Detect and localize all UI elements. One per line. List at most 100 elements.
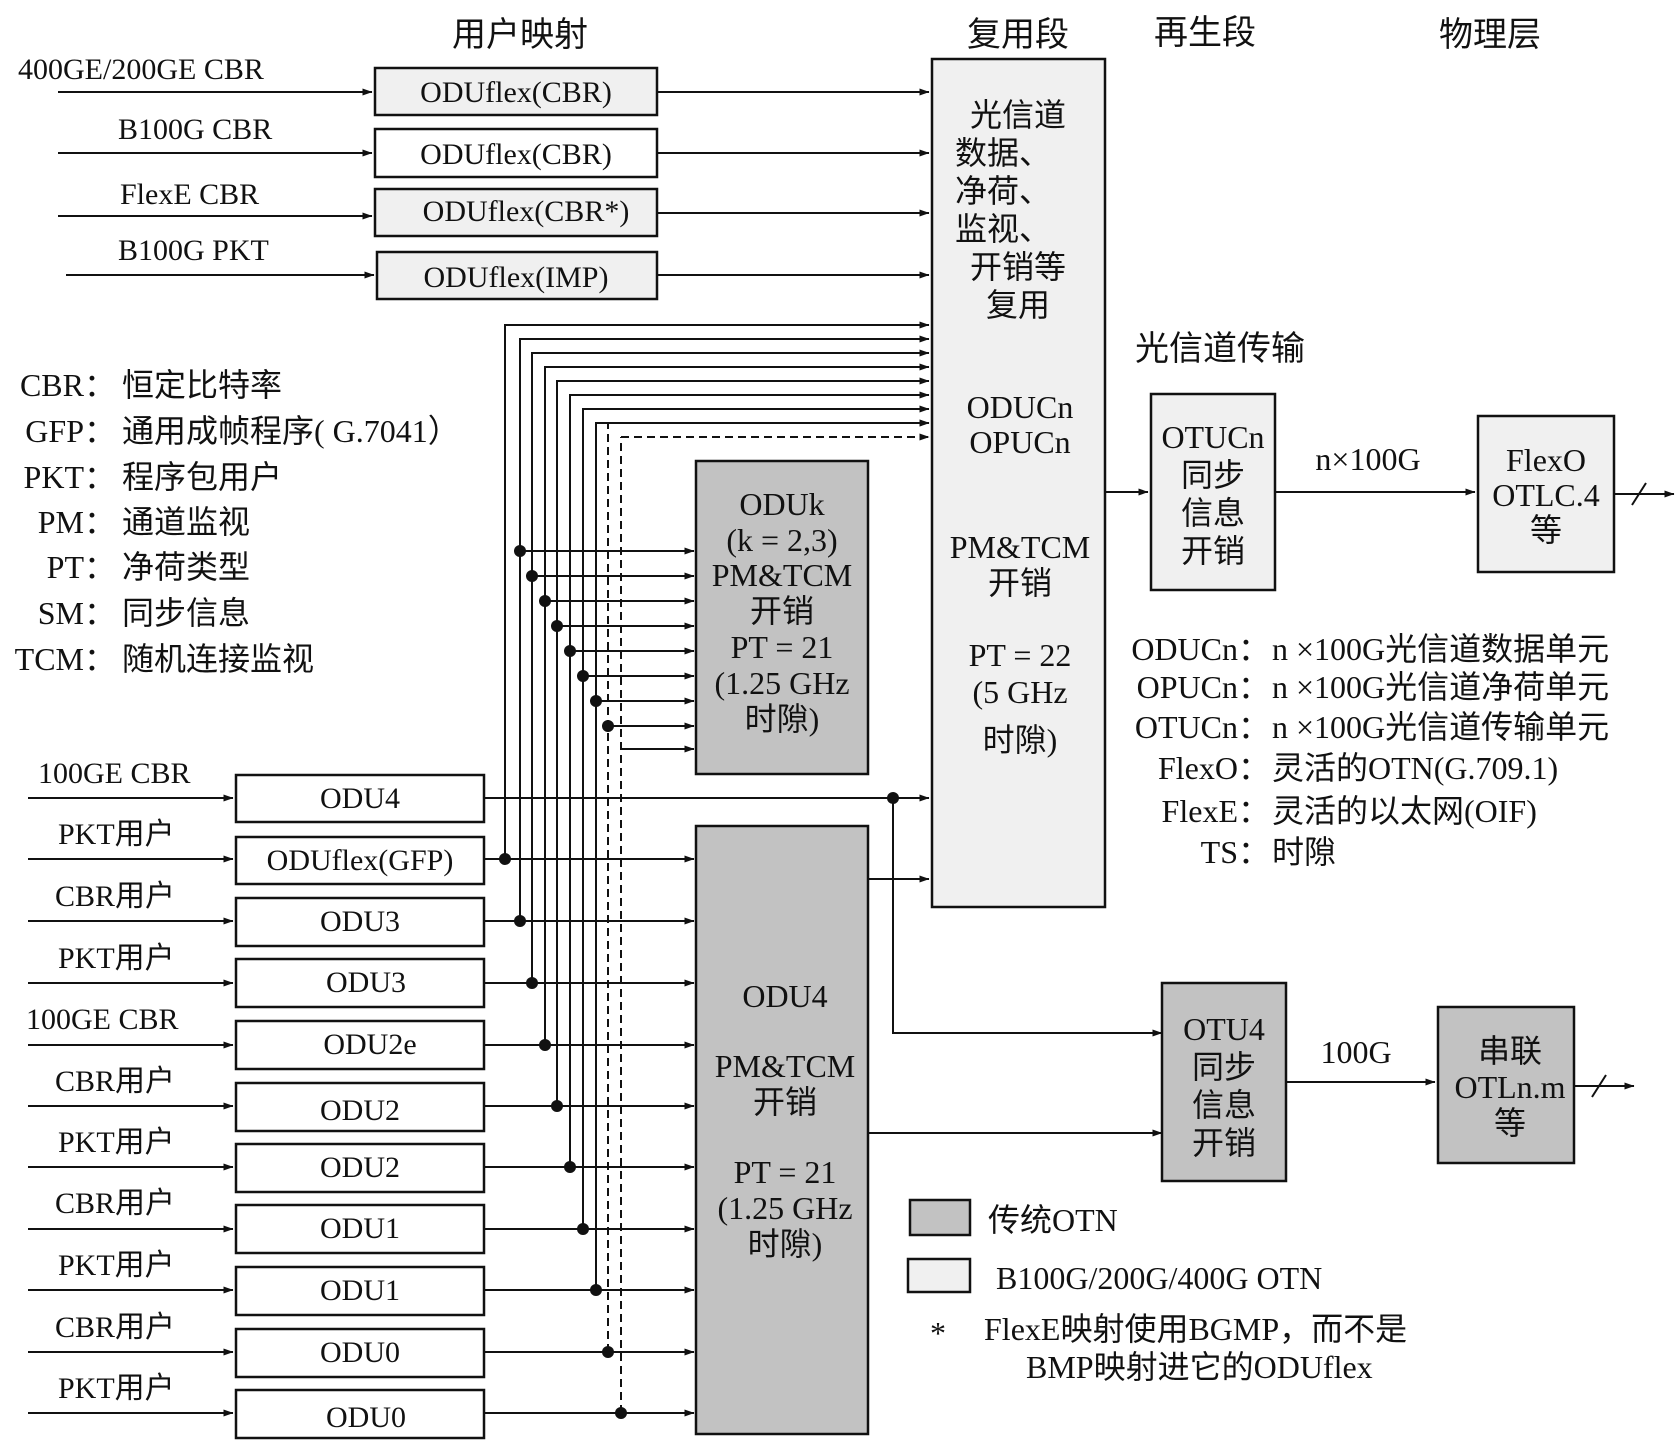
container-label: ODUflex(CBR) (420, 138, 612, 171)
top-client-row: B100G PKT ODUflex(IMP) (66, 234, 930, 301)
legend-swatch-beyond (906, 1257, 972, 1294)
client-input-label: 400GE/200GE CBR (18, 53, 264, 86)
abbrev-desc: 恒定比特率 (122, 367, 282, 403)
odu4-ts2: 时隙) (748, 1226, 823, 1262)
top-client-row: FlexE CBR ODUflex(CBR*) (58, 178, 930, 238)
legend-swatch-legacy (908, 1198, 972, 1237)
container-label: ODUflex(CBR) (420, 76, 612, 109)
bottom-client-row: 100GE CBR ODU4 (28, 757, 486, 824)
definition-key: FlexO： (1158, 750, 1270, 786)
legend-label-legacy: 传统OTN (988, 1202, 1118, 1238)
otucn-l2: 同步 (1181, 457, 1245, 493)
container-label: ODUflex(GFP) (267, 844, 454, 877)
odu4-pt: PT = 21 (734, 1154, 837, 1190)
bottom-client-row: CBR用户 ODU3 (28, 880, 486, 948)
odu-container-box (234, 896, 486, 948)
abbrev-desc: 随机连接监视 (122, 641, 314, 677)
abbrev-desc: 净荷类型 (122, 549, 250, 585)
client-input-label: 100GE CBR (38, 757, 191, 790)
container-label: ODU3 (326, 966, 406, 999)
container-label: ODU1 (320, 1274, 400, 1307)
mux-desc-line: 光信道 (970, 97, 1066, 133)
definition-desc: n ×100G光信道净荷单元 (1272, 669, 1609, 705)
serial-l1: 串联 (1478, 1033, 1542, 1069)
legend-note-line2: BMP映射进它的ODUflex (1026, 1349, 1373, 1385)
bottom-client-row: CBR用户 ODU1 (28, 1187, 486, 1255)
oduflex-container-box (373, 187, 659, 238)
mux-ts2: 时隙) (983, 722, 1058, 758)
bottom-client-row: CBR用户 ODU2 (28, 1065, 486, 1133)
otu4-block: OTU4 同步 信息 开销 (1160, 981, 1288, 1183)
multiplexer-block: 光信道 数据、 净荷、 监视、 开销等 复用 ODUCn OPUCn PM&TC… (930, 57, 1107, 909)
bottom-client-row: 100GE CBR ODU2e (26, 1003, 486, 1071)
legend-note-line1: FlexE映射使用BGMP，而不是 (984, 1311, 1407, 1347)
abbrev-key: CBR： (20, 367, 116, 403)
odu4-ts1: (1.25 GHz (717, 1190, 852, 1226)
abbrev-key: TCM： (15, 641, 116, 677)
mux-opuc: OPUCn (969, 424, 1070, 460)
container-label: ODU3 (320, 905, 400, 938)
definition-desc: 灵活的以太网(OIF) (1272, 793, 1537, 829)
rate-otu4: 100G (1320, 1034, 1391, 1070)
otucn-block: OTUCn 同步 信息 开销 (1149, 392, 1277, 592)
definition-desc: 灵活的OTN(G.709.1) (1272, 750, 1558, 786)
container-label: ODU0 (320, 1336, 400, 1369)
mux-ts1: (5 GHz (972, 674, 1067, 710)
otucn-l4: 开销 (1181, 533, 1245, 569)
bottom-client-row: PKT用户 ODUflex(GFP) (28, 818, 486, 886)
oduk-ts1: (1.25 GHz (714, 665, 849, 701)
container-label: ODU2e (323, 1028, 416, 1061)
client-input-label: CBR用户 (55, 880, 175, 913)
abbrev-desc: 同步信息 (122, 595, 250, 631)
bottom-client-row: CBR用户 ODU0 (28, 1311, 486, 1379)
flexo-block: FlexO OTLC.4 等 (1476, 414, 1616, 574)
client-input-label: PKT用户 (58, 942, 175, 975)
bottom-client-row: PKT用户 ODU1 (28, 1249, 486, 1317)
mux-oh1: PM&TCM (950, 529, 1090, 565)
otu4-l3: 信息 (1192, 1087, 1256, 1123)
container-label: ODU0 (326, 1401, 406, 1434)
oduk-ts2: 时隙) (745, 701, 820, 737)
container-label: ODU2 (320, 1094, 400, 1127)
otu4-l1: OTU4 (1183, 1011, 1265, 1047)
serial-l3: 等 (1494, 1105, 1526, 1141)
serial-l2: OTLn.m (1454, 1069, 1565, 1105)
flexo-l3: 等 (1530, 512, 1562, 548)
top-client-row: B100G CBR ODUflex(CBR) (58, 113, 930, 179)
header-regen-section: 再生段 (1154, 14, 1256, 52)
header-multiplex-section: 复用段 (967, 16, 1069, 54)
oduk-k-label: (k = 2,3) (726, 522, 837, 558)
client-input-label: CBR用户 (55, 1311, 175, 1344)
abbrev-key: PM： (38, 504, 116, 540)
odu-container-box (234, 835, 486, 886)
oduflex-container-box (373, 127, 659, 179)
definition-desc: 时隙 (1272, 834, 1336, 870)
odu-container-box (234, 773, 486, 824)
container-label: ODU2 (320, 1151, 400, 1184)
header-och-transport: 光信道传输 (1135, 330, 1305, 368)
oduk-title: ODUk (739, 486, 824, 522)
legend-label-beyond: B100G/200G/400G OTN (996, 1260, 1322, 1296)
odu4-oh2: 开销 (753, 1084, 817, 1120)
definition-key: OPUCn： (1137, 669, 1270, 705)
header-physical-layer: 物理层 (1439, 16, 1541, 54)
top-client-row: 400GE/200GE CBR ODUflex(CBR) (18, 53, 930, 117)
mux-desc-line: 净荷、 (955, 173, 1051, 209)
otu4-l2: 同步 (1192, 1049, 1256, 1085)
legend: 传统OTN B100G/200G/400G OTN * FlexE映射使用BGM… (906, 1198, 1407, 1385)
mux-desc-line: 复用 (986, 287, 1050, 323)
definition-key: OTUCn： (1135, 709, 1270, 745)
bottom-client-row: PKT用户 ODU2 (28, 1126, 486, 1194)
odu4-oh1: PM&TCM (715, 1048, 855, 1084)
client-input-label: 100GE CBR (26, 1003, 179, 1036)
odu-to-odu4-arrows (484, 855, 695, 1417)
oduk-block: ODUk (k = 2,3) PM&TCM 开销 PT = 21 (1.25 G… (694, 459, 870, 776)
header-client-mapping: 用户映射 (452, 16, 588, 54)
mux-desc-line: 开销等 (970, 249, 1066, 285)
definition-list: ODUCn： n ×100G光信道数据单元 OPUCn： n ×100G光信道净… (1131, 631, 1609, 870)
client-input-label: B100G PKT (118, 234, 269, 267)
abbrev-desc: 程序包用户 (122, 459, 282, 495)
abbrev-key: GFP： (25, 413, 116, 449)
definition-desc: n ×100G光信道数据单元 (1272, 631, 1609, 667)
